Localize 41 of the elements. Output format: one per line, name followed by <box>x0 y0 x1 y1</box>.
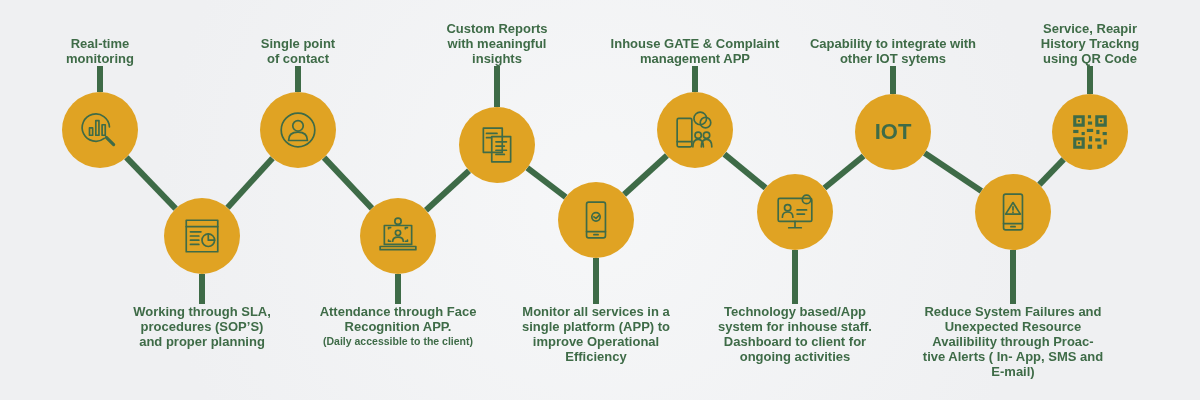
leader-line <box>1010 250 1016 304</box>
connector-line <box>124 155 178 211</box>
leader-line <box>295 66 301 92</box>
icon-circle <box>360 198 436 274</box>
connector-line <box>423 168 472 213</box>
step-caption: Real-time monitoring <box>65 36 135 66</box>
icon-circle <box>260 92 336 168</box>
leader-line <box>395 274 401 304</box>
icon-circle <box>657 92 733 168</box>
connector-line <box>225 156 275 210</box>
connector-line <box>722 151 768 191</box>
leader-line <box>97 66 103 92</box>
leader-line <box>692 66 698 92</box>
step-caption: Reduce System Failures and Unexpected Resource Availibility through Proac- tive Alerts ( In- App, SMS and E-mail) <box>921 304 1105 379</box>
leader-line <box>792 250 798 304</box>
step-caption: Attendance through Face Recognition APP. <box>318 304 478 334</box>
step-caption: Service, Reapir History Trackng using QR Code <box>1039 21 1141 66</box>
leader-line <box>199 274 205 304</box>
connector-line <box>822 153 866 191</box>
step-caption: Custom Reports with meaningful insights <box>445 21 549 66</box>
connector-line <box>321 155 375 211</box>
step-caption: Capability to integrate with other IOT sytems <box>808 36 978 66</box>
leader-line <box>494 66 500 107</box>
icon-circle <box>164 198 240 274</box>
connector-line <box>622 153 669 197</box>
connector-line <box>525 165 568 200</box>
connector-line <box>922 150 984 194</box>
step-caption: Inhouse GATE & Complaint management APP <box>610 36 780 66</box>
step-caption: Single point of contact <box>259 36 337 66</box>
step-caption: Technology based/App system for inhouse staff. Dashboard to client for ongoing activities <box>717 304 873 364</box>
icon-circle <box>459 107 535 183</box>
caption-note: (Daily accessible to the client) <box>323 334 473 348</box>
leader-line <box>1087 66 1093 94</box>
icon-circle <box>558 182 634 258</box>
leader-line <box>890 66 896 94</box>
circle-label: IOT <box>874 119 912 145</box>
leader-line <box>593 258 599 304</box>
icon-circle <box>975 174 1051 250</box>
connector-line <box>1037 157 1066 187</box>
step-caption: Monitor all services in a single platform (APP) to improve Operational Efficiency <box>520 304 672 364</box>
step-caption: Working through SLA, procedures (SOP’S) and proper planning <box>132 304 272 349</box>
